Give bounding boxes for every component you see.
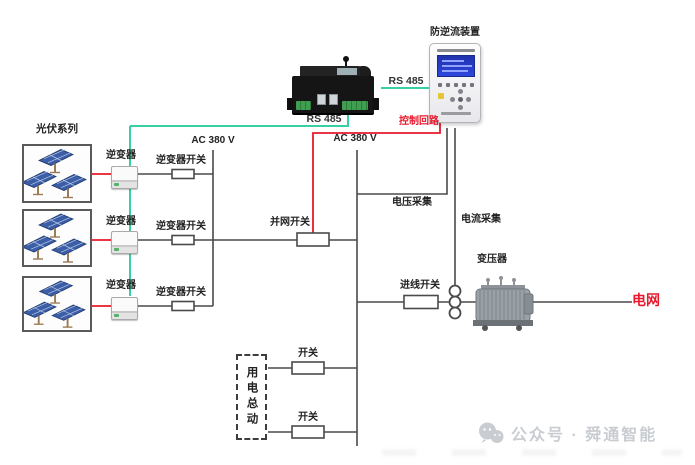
grid-label: 电网 [632,292,660,308]
anti-reverse-flow-device [429,43,481,123]
wechat-icon [479,422,504,443]
load-master-label: 用电总动 [245,366,258,428]
grid-tie-switch-label: 并网开关 [270,217,310,228]
terminal-block-icon [342,101,368,110]
watermark: 公众号 · 舜通智能 [478,421,657,445]
rs485-gateway-line [130,114,349,127]
solar-panels-icon [21,212,87,263]
nav-pad [450,89,472,111]
voltage-sampling-label: 电压采集 [392,197,432,208]
solar-panels-icon [22,279,86,328]
ct-ring-2 [448,295,462,309]
rs485-label-device: RS 485 [388,75,424,87]
control-loop-line [312,123,441,233]
gateway-lid [300,66,360,77]
background-artifact [382,449,682,456]
incoming-switch-label: 进线开关 [400,280,440,291]
load-master-box: 用电总动 [236,354,267,440]
inverter-label-3: 逆变器 [106,280,136,291]
current-sampling-label: 电流采集 [461,214,501,225]
ethernet-port-icon [329,94,338,105]
load-switch-symbol-1 [291,361,325,375]
voltage-sampling-line [357,128,448,195]
load-switch-symbol-2 [291,425,325,439]
device-label-strip [437,49,475,52]
inverter-device-3 [111,297,138,320]
ct-ring-1 [448,284,462,298]
anti-reverse-device-label: 防逆流装置 [430,27,480,38]
switch-label-1: 开关 [298,348,318,359]
inverter-switch-symbol-3 [171,300,195,312]
pv-array-1 [21,144,92,203]
function-button [438,93,444,99]
pv-array-2 [21,209,92,267]
ac-380v-label-left: AC 380 V [191,135,235,146]
inverter-label-1: 逆变器 [106,150,136,161]
inverter-switch-label-2: 逆变器开关 [156,221,206,232]
button-row [438,83,474,87]
mount-ear [373,98,379,110]
transformer-icon [473,276,534,331]
device-footer-strip [441,112,471,115]
lcd-screen [437,55,475,77]
pv-series-label: 光伏系列 [36,123,78,135]
grid-tie-switch-symbol [296,232,330,247]
ct-ring-3 [448,306,462,320]
ethernet-port-icon [317,94,326,105]
inverter-device-1 [111,166,138,189]
watermark-text: 公众号 · 舜通智能 [511,427,658,444]
mount-ear [287,98,293,110]
inverter-switch-label-3: 逆变器开关 [156,287,206,298]
solar-panels-icon [21,148,87,199]
inverter-label-2: 逆变器 [106,216,136,227]
terminal-block-icon [296,101,311,110]
transformer-label: 变压器 [477,254,507,265]
switch-label-2: 开关 [298,412,318,423]
incoming-switch-symbol [403,294,439,310]
ac-380v-label-right: AC 380 V [333,133,377,144]
rs485-label-gateway: RS 485 [306,113,342,125]
pv-array-3 [22,276,92,332]
inverter-switch-symbol-2 [171,234,195,246]
control-loop-label: 控制回路 [399,116,439,127]
inverter-switch-label-1: 逆变器开关 [156,155,206,166]
inverter-switch-symbol-1 [171,168,195,180]
inverter-device-2 [111,231,138,254]
rs485-gateway-device [287,56,382,118]
